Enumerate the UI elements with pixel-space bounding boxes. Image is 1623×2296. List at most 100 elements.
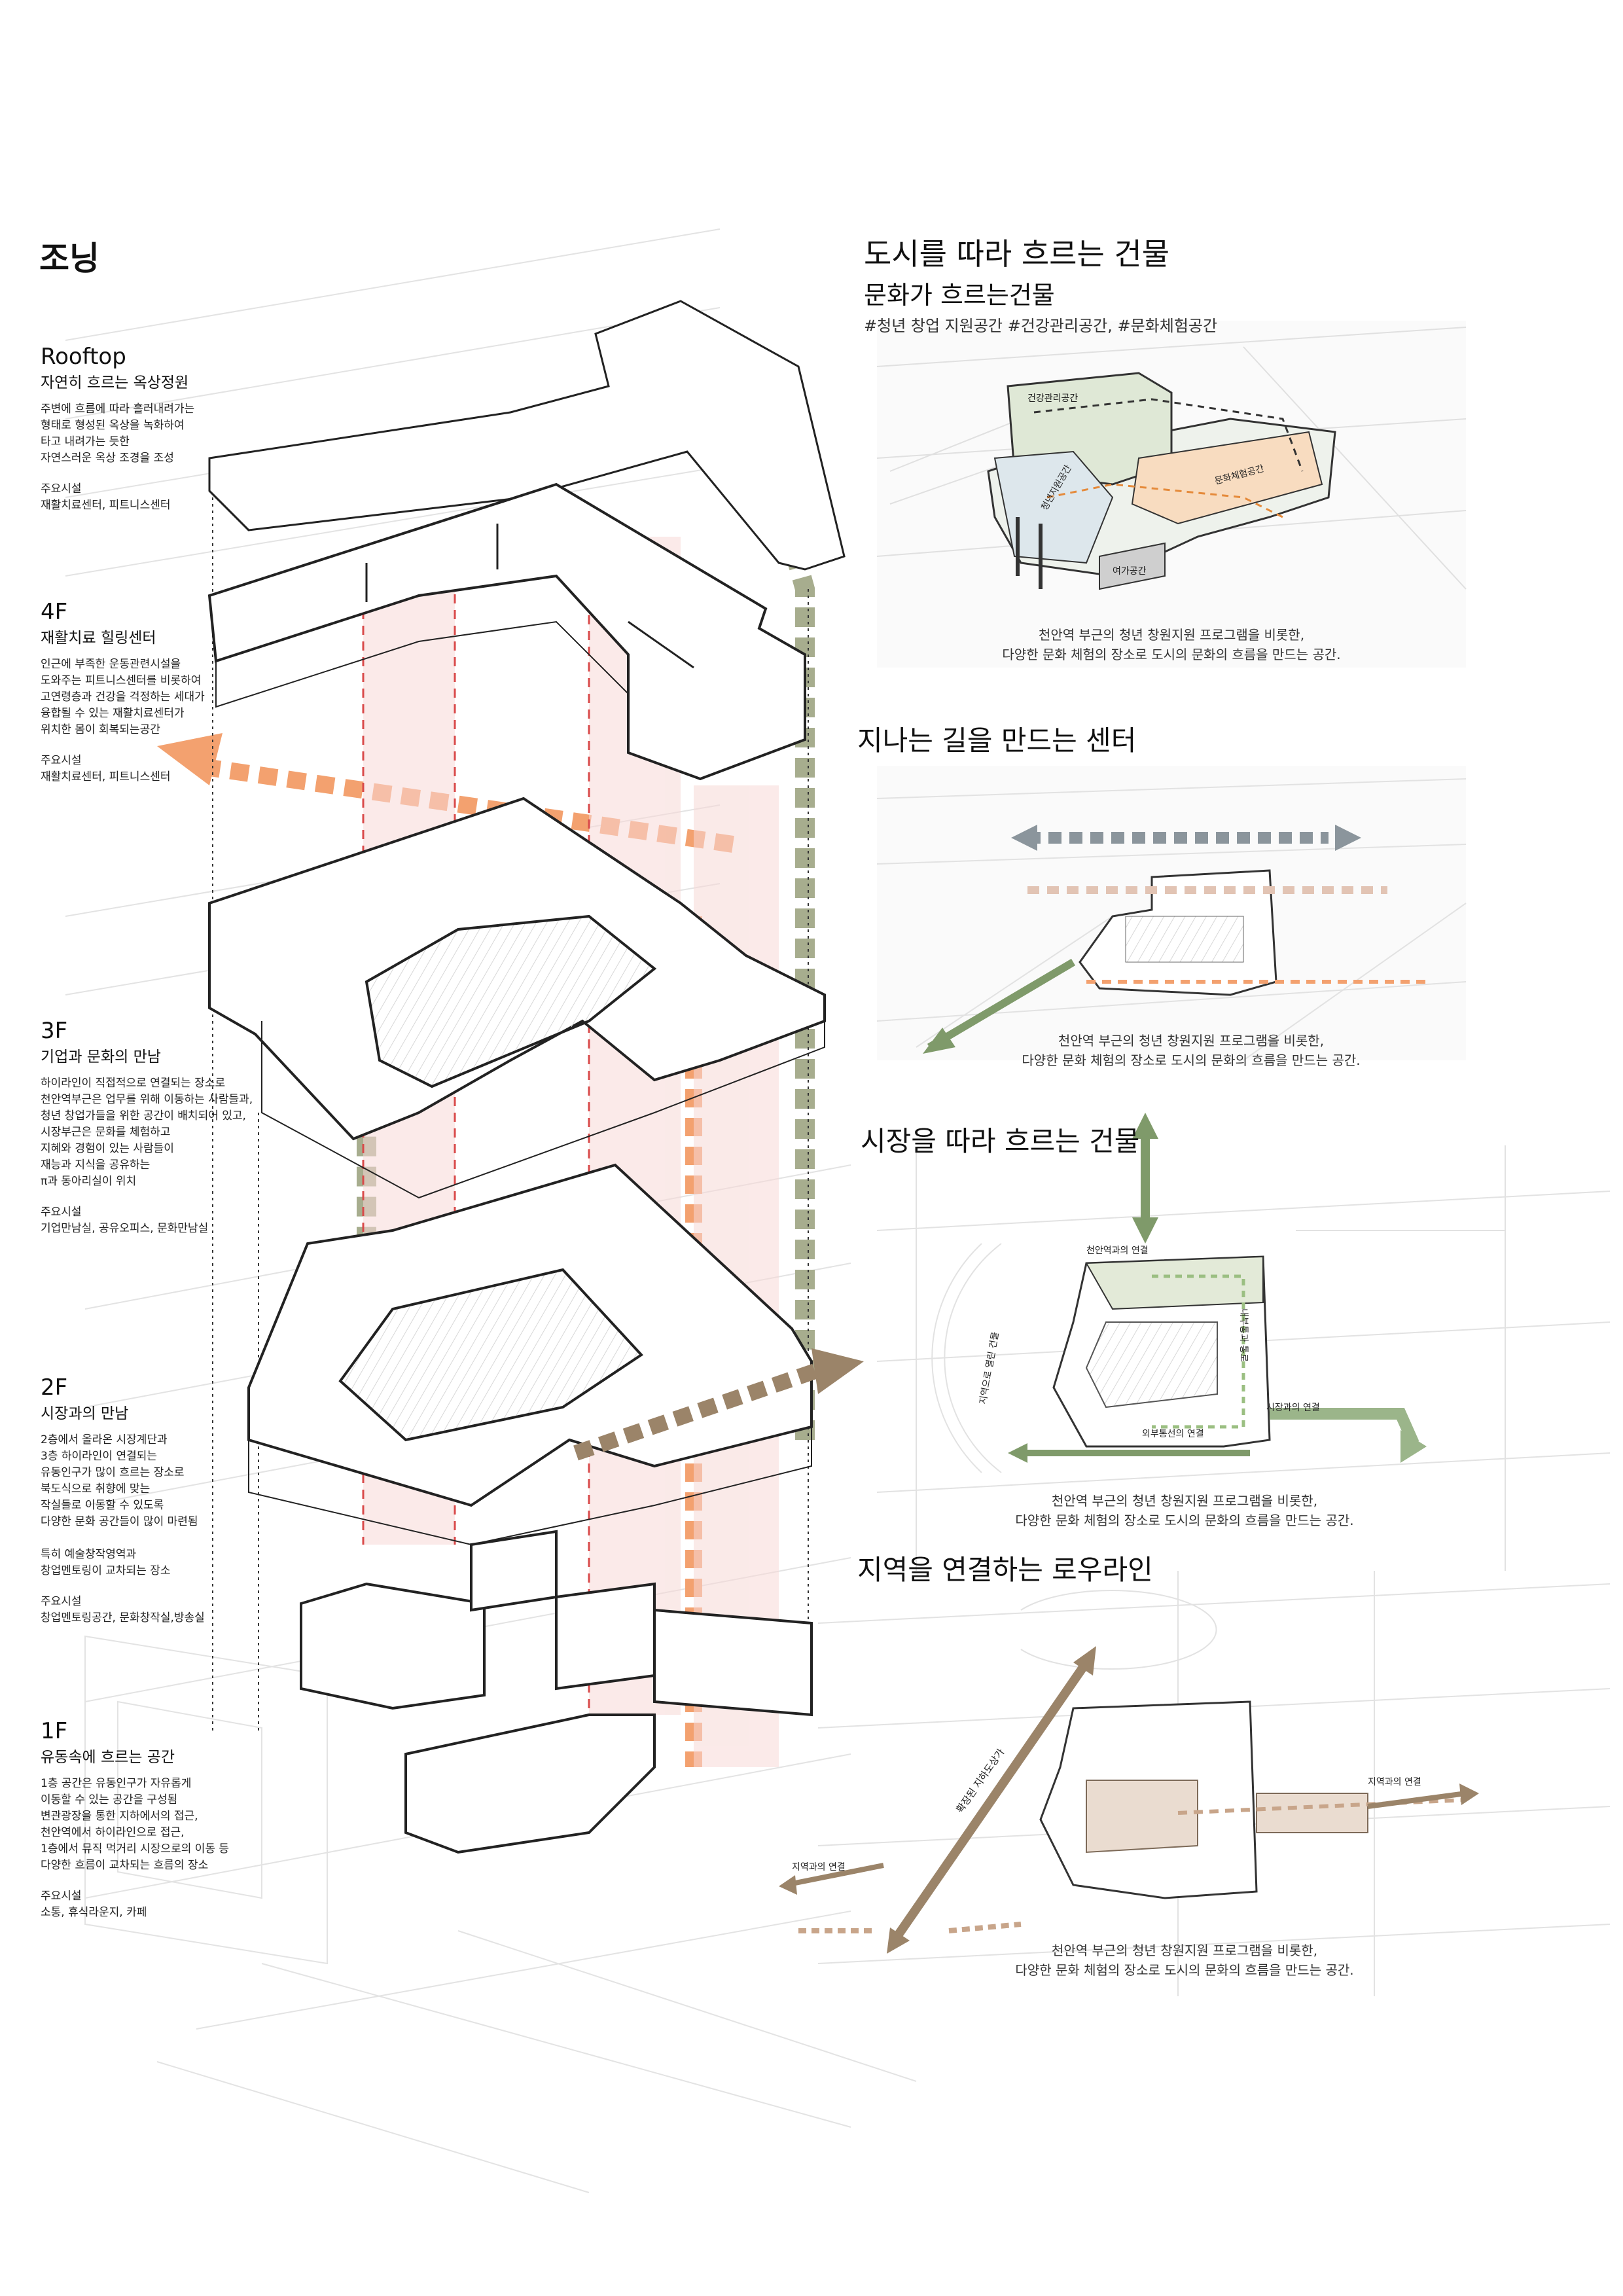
panel-market-drawing bbox=[876, 1113, 1611, 1571]
green-down-arrow-head bbox=[1132, 1217, 1158, 1244]
floor-desc-line: 청년 창업가들을 위한 공간이 배치되어 있고, bbox=[41, 1109, 246, 1122]
passage-caption: 천안역 부근의 청년 창원지원 프로그램을 비롯한, 다양한 문화 체험의 장소… bbox=[949, 1031, 1433, 1070]
panel-concept-drawing bbox=[876, 321, 1467, 668]
caption-line: 천안역 부근의 청년 창원지원 프로그램을 비롯한, bbox=[1058, 1033, 1325, 1049]
caption-line: 다양한 문화 체험의 장소로 도시의 문화의 흐름을 만드는 공간. bbox=[1015, 1513, 1354, 1528]
facilities-label: 주요시설 bbox=[41, 754, 82, 767]
brown-up-arrow-head bbox=[1073, 1646, 1096, 1676]
floor-desc-line: 1층 공간은 유동인구가 자유롭게 bbox=[41, 1777, 192, 1790]
floor-desc-line: 변관광장을 통한 지하에서의 접근, bbox=[41, 1810, 198, 1823]
floor-desc-line: 시장부근은 문화를 체험하고 bbox=[41, 1126, 171, 1139]
floor-desc-line bbox=[41, 1530, 257, 1547]
grey-arrow-right-head bbox=[1335, 825, 1361, 851]
floor-desc-line: 1층에서 뮤직 먹거리 시장으로의 이동 등 bbox=[41, 1842, 230, 1856]
label-region-connection-right: 지역과의 연결 bbox=[1368, 1777, 1421, 1787]
floor-desc-line: 천안역부근은 업무를 위해 이동하는 사람들과, bbox=[41, 1093, 253, 1106]
facilities-label: 주요시설 bbox=[41, 482, 82, 495]
caption-line: 천안역 부근의 청년 창원지원 프로그램을 비롯한, bbox=[1038, 627, 1305, 643]
green-right-arrow-head bbox=[1400, 1430, 1427, 1463]
caption-line: 다양한 문화 체험의 장소로 도시의 문화의 흐름을 만드는 공간. bbox=[1015, 1962, 1354, 1978]
facilities-list: 기업만남실, 공유오피스, 문화만남실 bbox=[41, 1222, 209, 1235]
floor-block-2f: 2F 시장과의 만남 2층에서 올라온 시장계단과 3층 하이라인이 연결되는 … bbox=[41, 1374, 257, 1626]
floor-subtitle: 자연히 흐르는 옥상정원 bbox=[41, 374, 189, 391]
grey-arrow-left-head bbox=[1011, 825, 1037, 851]
panel-passage-drawing bbox=[876, 766, 1467, 1061]
floor-desc-line: 3층 하이라인이 연결되는 bbox=[41, 1450, 158, 1463]
brown-down-arrow-head bbox=[887, 1928, 910, 1954]
market-caption: 천안역 부근의 청년 창원지원 프로그램을 비롯한, 다양한 문화 체험의 장소… bbox=[942, 1491, 1427, 1530]
caption-line: 천안역 부근의 청년 창원지원 프로그램을 비롯한, bbox=[1051, 1943, 1318, 1958]
floor-subtitle: 시장과의 만남 bbox=[41, 1405, 129, 1422]
passage-title: 지나는 길을 만드는 센터 bbox=[857, 725, 1137, 757]
green-arrow-head bbox=[923, 1028, 955, 1054]
caption-line: 다양한 문화 체험의 장소로 도시의 문화의 흐름을 만드는 공간. bbox=[1022, 1052, 1361, 1068]
floor-desc-line: 인근에 부족한 운동관련시설을 bbox=[41, 658, 181, 671]
floor-desc-line: 형태로 형성된 옥상을 녹화하여 bbox=[41, 419, 185, 432]
floor-subtitle: 재활치료 힐링센터 bbox=[41, 630, 156, 647]
floor-desc-line: 고연령층과 건강을 걱정하는 세대가 bbox=[41, 691, 205, 704]
floor-desc-line: 북도식으로 취향에 맞는 bbox=[41, 1482, 151, 1496]
floor-desc-line: 창업멘토링이 교차되는 장소 bbox=[41, 1564, 171, 1577]
facilities-list: 재활치료센터, 피트니스센터 bbox=[41, 770, 171, 783]
floor-desc-line: 위치한 몸이 회복되는공간 bbox=[41, 723, 160, 736]
brown-flow-arrow bbox=[573, 1360, 827, 1461]
orange-arrow-head bbox=[157, 733, 223, 785]
floor-subtitle: 기업과 문화의 만남 bbox=[41, 1049, 161, 1066]
label-health-space: 건강관리공간 bbox=[1027, 393, 1079, 404]
floor-desc-line: 자연스러운 옥상 조경을 조성 bbox=[41, 452, 174, 465]
floor-desc-line: 재능과 지식을 공유하는 bbox=[41, 1158, 151, 1172]
brown-right-arrow-head bbox=[1459, 1784, 1479, 1805]
floor-block-rooftop: Rooftop 자연히 흐르는 옥상정원 주변에 흐름에 따라 흘러내려가는 형… bbox=[41, 344, 237, 514]
concept-subtitle: 문화가 흐르는건물 bbox=[864, 281, 1055, 310]
facilities-label: 주요시설 bbox=[41, 1206, 82, 1219]
facilities-label: 주요시설 bbox=[41, 1595, 82, 1608]
caption-line: 천안역 부근의 청년 창원지원 프로그램을 비롯한, bbox=[1051, 1493, 1318, 1509]
facilities-list: 창업멘토링공간, 문화창작실,방송실 bbox=[41, 1611, 205, 1624]
floor-subtitle: 유동속에 흐르는 공간 bbox=[41, 1749, 175, 1766]
facilities-list: 소통, 휴식라운지, 카페 bbox=[41, 1906, 147, 1919]
floor-3f-plan bbox=[208, 797, 826, 1199]
region-caption: 천안역 부근의 청년 창원지원 프로그램을 비롯한, 다양한 문화 체험의 장소… bbox=[942, 1941, 1427, 1980]
floor-desc-line: 천안역에서 하이라인으로 접근, bbox=[41, 1826, 185, 1839]
floor-desc-line: 유동인구가 많이 흐르는 장소로 bbox=[41, 1466, 185, 1479]
floor-2f-plan bbox=[247, 1163, 813, 1546]
floor-name: 2F bbox=[41, 1374, 68, 1401]
green-left-arrow-head bbox=[1008, 1443, 1027, 1463]
dotted-guides bbox=[212, 458, 809, 1734]
concept-tags: #청년 창업 지원공간 #건강관리공간, #문화체험공간 bbox=[864, 317, 1218, 335]
floor-1f-volumes bbox=[300, 1530, 813, 1854]
label-market-connection: 시장과의 연결 bbox=[1266, 1403, 1320, 1413]
label-leisure-space: 여가공간 bbox=[1113, 566, 1147, 577]
floor-block-3f: 3F 기업과 문화의 만남 하이라인이 직접적으로 연결되는 장소로 천안역부근… bbox=[41, 1018, 276, 1237]
floor-desc-line: 융합될 수 있는 재활치료센터가 bbox=[41, 707, 185, 720]
floor-name: 3F bbox=[41, 1018, 68, 1044]
floor-desc-line: 하이라인이 직접적으로 연결되는 장소로 bbox=[41, 1077, 226, 1090]
floor-desc-line: 다양한 흐름이 교차되는 흐름의 장소 bbox=[41, 1859, 209, 1872]
region-title: 지역을 연결하는 로우라인 bbox=[857, 1554, 1153, 1586]
label-station-connection: 천안역과의 연결 bbox=[1086, 1246, 1149, 1256]
floor-desc-line: 도와주는 피트니스센터를 비롯하여 bbox=[41, 674, 202, 687]
label-external-connection: 외부통선의 연결 bbox=[1142, 1429, 1204, 1439]
concept-caption: 천안역 부근의 청년 창원지원 프로그램을 비롯한, 다양한 문화 체험의 장소… bbox=[929, 625, 1414, 664]
rooftop-slab bbox=[208, 300, 846, 571]
floor-desc-line: 주변에 흐름에 따라 흘러내려가는 bbox=[41, 403, 195, 416]
floor-name: Rooftop bbox=[41, 344, 126, 370]
floor-desc-line: π과 동아리실이 위치 bbox=[41, 1175, 137, 1188]
zoning-title: 조닝 bbox=[39, 240, 99, 278]
floor-name: 4F bbox=[41, 599, 68, 625]
brown-arrow-head-left bbox=[812, 1348, 864, 1394]
market-title: 시장을 따라 흐르는 건물 bbox=[861, 1125, 1140, 1157]
floor-4f-plan bbox=[207, 482, 806, 781]
facilities-label: 주요시설 bbox=[41, 1890, 82, 1903]
concept-title: 도시를 따라 흐르는 건물 bbox=[864, 236, 1170, 272]
panel-region-drawing bbox=[779, 1571, 1611, 1996]
floor-desc-line: 2층에서 올라온 시장계단과 bbox=[41, 1433, 168, 1446]
facilities-list: 재활치료센터, 피트니스센터 bbox=[41, 499, 171, 512]
caption-line: 다양한 문화 체험의 장소로 도시의 문화의 흐름을 만드는 공간. bbox=[1002, 647, 1341, 662]
floor-block-4f: 4F 재활치료 힐링센터 인근에 부족한 운동관련시설을 도와주는 피트니스센터… bbox=[41, 599, 237, 785]
floor-desc-line: 이동할 수 있는 공간을 구성됨 bbox=[41, 1793, 178, 1806]
floor-desc-line: 지혜와 경험이 있는 사람들이 bbox=[41, 1142, 174, 1155]
floor-desc-line: 작실들로 이동할 수 있도록 bbox=[41, 1499, 164, 1512]
floor-name: 1F bbox=[41, 1718, 68, 1744]
